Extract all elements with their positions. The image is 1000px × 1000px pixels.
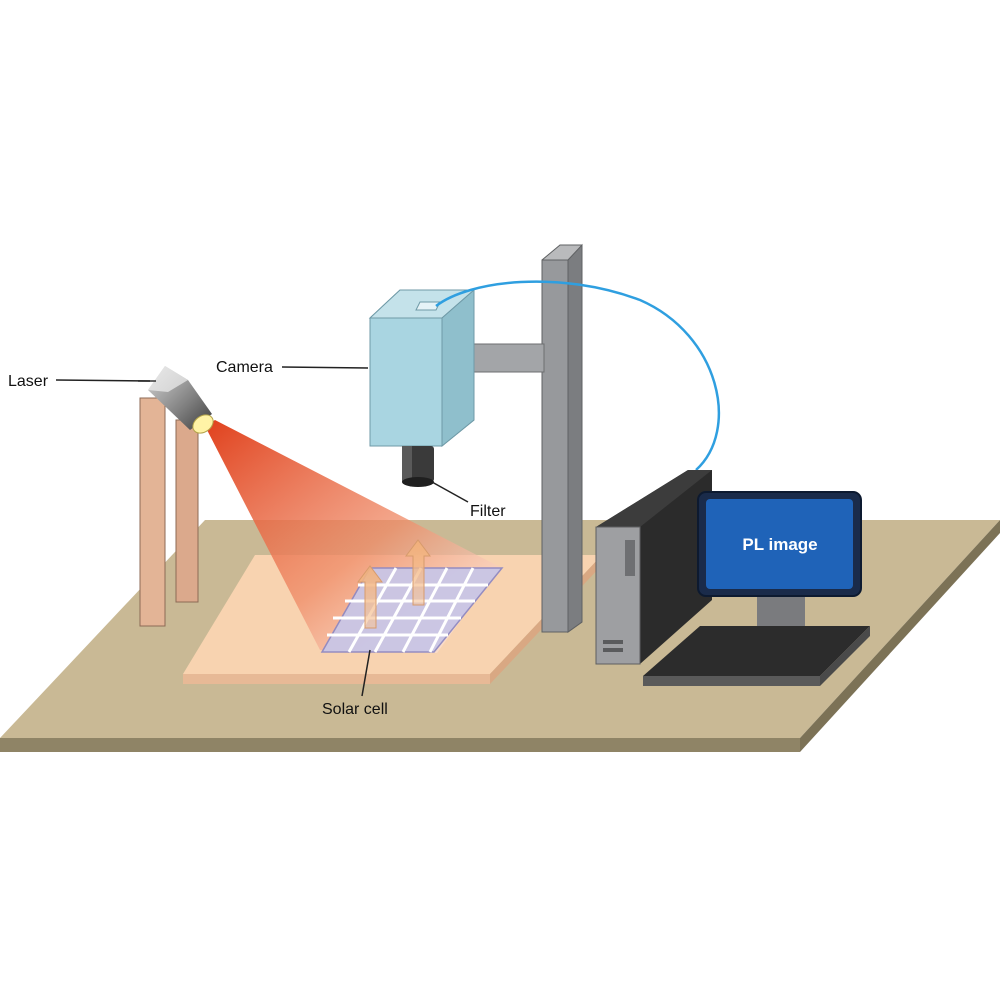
camera-stand: [461, 243, 583, 633]
leader-lines: [55, 366, 469, 697]
monitor-screen-text: PL image: [742, 535, 817, 554]
lens-filter-icon: [402, 446, 434, 487]
keyboard-icon: [643, 626, 870, 686]
solar-cell: [320, 539, 504, 653]
laser-post-front: [139, 397, 166, 627]
table-front-edge: [0, 738, 800, 752]
camera-arm: [461, 343, 545, 373]
data-cable: [435, 280, 720, 471]
laser-post-back: [175, 419, 199, 603]
monitor-icon: PL image: [697, 491, 862, 626]
laser-label: Laser: [8, 373, 49, 390]
emission-arrows: [357, 539, 431, 629]
solar-cell-leader-line: [361, 649, 371, 697]
table-side-edge: [800, 520, 1000, 752]
desktop-tower-icon: [595, 470, 712, 665]
camera-leader-line: [281, 366, 369, 369]
filter-leader-line: [431, 481, 469, 503]
monitor-screen: [706, 499, 853, 589]
camera-label: Camera: [216, 359, 273, 376]
camera-icon: [368, 288, 476, 448]
laser-leader-line: [55, 379, 151, 382]
laser-head-icon: [138, 366, 214, 434]
filter-label: Filter: [470, 503, 506, 520]
solar-cell-label: Solar cell: [322, 701, 388, 718]
